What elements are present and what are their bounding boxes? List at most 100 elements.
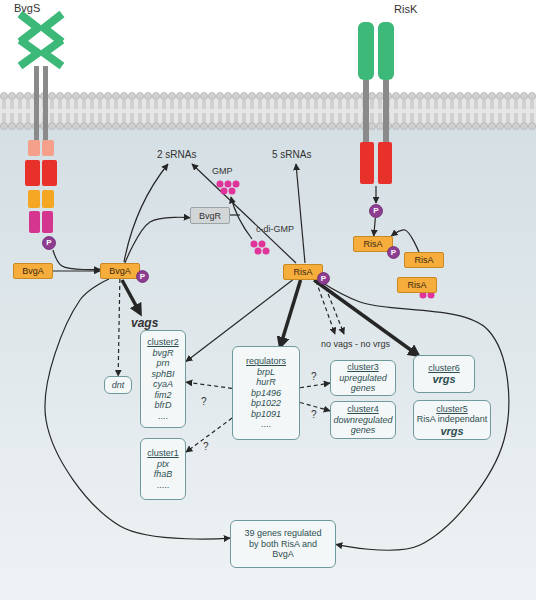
pas-domain	[42, 140, 54, 156]
label-text: ?	[203, 441, 209, 452]
periplasmic-domain	[20, 40, 38, 66]
node-text: P	[373, 207, 378, 215]
gmp-molecule	[225, 181, 232, 188]
node-text: bvgR	[152, 348, 173, 359]
phospho-circle-shape	[370, 205, 383, 218]
node-text: cluster6	[428, 363, 460, 374]
connector	[374, 218, 376, 236]
node-text: dnt	[112, 380, 125, 391]
gmp-molecule	[229, 188, 236, 195]
node-text: cluster2	[147, 337, 179, 348]
node-text: downregulated genes	[333, 415, 393, 436]
gene-cluster-box: cluster4downregulated genes	[330, 401, 396, 439]
label-text: 5 sRNAs	[272, 149, 311, 160]
gene-cluster-box: cluster5RisA independantvrgs	[413, 400, 491, 440]
label-text: c-di-GMP	[256, 225, 294, 235]
phospho-circle: P	[369, 204, 383, 218]
regulation-arrow	[124, 164, 168, 262]
protein-box: RisA	[404, 252, 444, 268]
label-text: ?	[311, 371, 317, 382]
phospho-circle-shape	[318, 273, 330, 285]
connector	[300, 383, 330, 388]
protein-box: RisA	[353, 236, 393, 252]
gene-cluster-box: cluster1ptxfhaB.....	[140, 438, 186, 500]
cytoplasm	[0, 110, 536, 600]
node-text: P	[391, 249, 396, 257]
kinase-domain	[360, 142, 374, 184]
phosphotransfer-arrow	[375, 186, 376, 203]
node-text: 39 genes regulated by both RisA and BvgA	[243, 528, 323, 560]
label-text: RisK	[394, 3, 417, 15]
node-text: prn	[156, 358, 169, 369]
c-di-gmp-molecule	[259, 241, 266, 248]
node-text: brpL	[257, 367, 275, 378]
node-text: bp1091	[251, 409, 281, 420]
gene-cluster-box: cluster2bvgRprnsphBIcyaAfim2bfrD....	[140, 330, 186, 428]
kinase-domain	[25, 160, 40, 186]
node-text: vrgs	[440, 425, 463, 437]
connector	[186, 418, 232, 452]
node-text: RisA	[293, 267, 312, 277]
connector	[318, 280, 509, 550]
node-text: BvgA	[22, 266, 44, 276]
transmembrane-helix	[34, 66, 39, 142]
node-text: RisA	[414, 255, 433, 265]
activation-arrow	[122, 280, 140, 313]
periplasmic-domain	[358, 22, 374, 80]
node-text: P	[140, 273, 145, 281]
protein-box: BvgR	[190, 207, 230, 224]
label-text: 2 sRNAs	[157, 149, 196, 160]
connector	[280, 280, 300, 346]
conversion-arrow	[231, 197, 252, 239]
receiver-domain	[28, 190, 40, 208]
regulation-arrow	[296, 164, 305, 263]
node-text: P	[321, 275, 326, 283]
label-text: GMP	[212, 167, 233, 177]
node-text: cluster4	[347, 404, 379, 415]
node-text: bfrD	[154, 400, 171, 411]
connector	[53, 270, 100, 271]
node-text: fim2	[154, 390, 171, 401]
protein-box: RisA	[397, 277, 437, 293]
node-text: hurR	[256, 377, 276, 388]
node-text: ptx	[157, 459, 169, 470]
node-text: RisA	[407, 280, 426, 290]
node-text: ....	[261, 419, 271, 430]
protein-box: BvgA	[13, 263, 53, 279]
receiver-domain	[42, 190, 54, 208]
connector	[125, 217, 190, 263]
gmp-molecule	[233, 181, 240, 188]
c-di-gmp-molecule	[251, 241, 258, 248]
phospho-circle: P	[42, 236, 56, 250]
node-text: BvgA	[109, 266, 131, 276]
node-text: fhaB	[154, 469, 173, 480]
gene-cluster-box: cluster3upregulated genes	[330, 360, 396, 396]
kinase-domain	[378, 142, 392, 184]
label-text: no vags - no vrgs	[321, 340, 390, 350]
node-text: upregulated genes	[333, 373, 393, 394]
gmp-molecule	[217, 181, 224, 188]
node-text: .....	[157, 480, 170, 491]
node-text: bp1022	[251, 398, 281, 409]
c-di-gmp-molecule	[255, 248, 262, 255]
catalysis-line	[230, 214, 240, 215]
node-text: regulators	[246, 356, 286, 367]
hpt-domain	[42, 211, 53, 233]
node-text: ....	[158, 411, 168, 422]
transmembrane-helix	[383, 80, 389, 142]
node-text: P	[46, 239, 51, 247]
protein-box: BvgA	[100, 263, 140, 279]
regulator-box: regulatorsbrpLhurRbp1496bp1022bp1091....	[232, 346, 300, 440]
node-text: bp1496	[251, 388, 281, 399]
periplasmic-domain	[44, 40, 62, 66]
node-text: cluster5	[436, 404, 468, 415]
transmembrane-helix	[43, 66, 48, 142]
regulation-arrow	[192, 164, 296, 263]
connector	[45, 279, 230, 539]
node-text: sphBI	[151, 369, 174, 380]
label-text: ?	[311, 409, 317, 420]
